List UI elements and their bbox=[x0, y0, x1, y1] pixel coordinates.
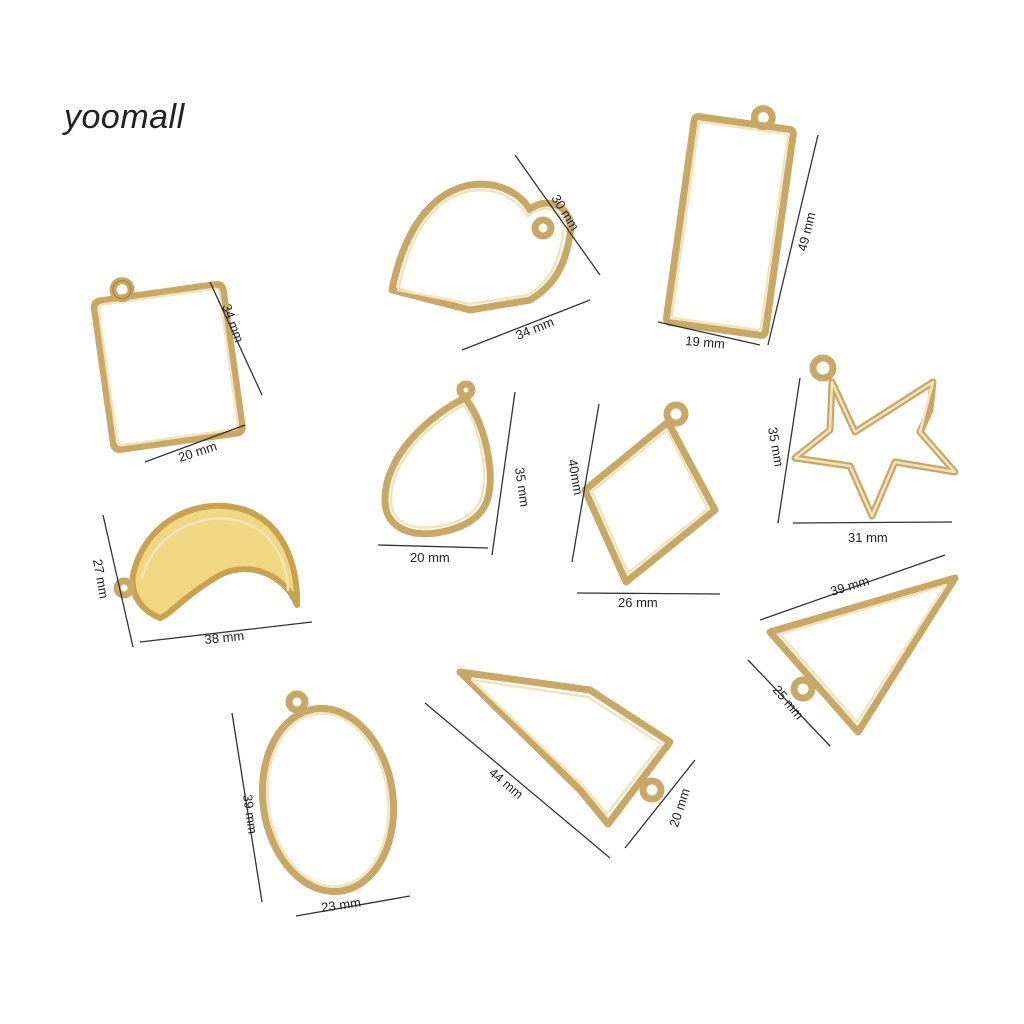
pendant-rhombus: 40mm 26 mm bbox=[565, 401, 721, 610]
width-dimension-line bbox=[624, 759, 696, 849]
width-label: 20 mm bbox=[410, 550, 450, 565]
width-dimension-line bbox=[759, 554, 946, 621]
height-dimension-line bbox=[747, 659, 831, 747]
height-dimension-line bbox=[514, 154, 601, 276]
height-dimension-line bbox=[231, 712, 263, 903]
height-dimension-line bbox=[209, 281, 263, 396]
width-dimension-line bbox=[144, 424, 246, 463]
pendant-rectangle: 34 mm 20 mm bbox=[90, 277, 263, 465]
pendant-long-rectangle: 49 mm 19 mm bbox=[657, 105, 819, 351]
top-edge-label: 39 mm bbox=[828, 573, 870, 599]
width-label: 20 mm bbox=[666, 787, 693, 829]
width-label: 26 mm bbox=[618, 595, 658, 610]
width-label: 19 mm bbox=[685, 333, 726, 351]
width-dimension-line bbox=[139, 621, 313, 643]
height-label: 27 mm bbox=[90, 558, 112, 600]
pendant-oval: 39 mm 23 mm bbox=[231, 690, 411, 917]
height-label: 40mm bbox=[565, 458, 586, 496]
length-dimension-line bbox=[424, 702, 611, 859]
width-dimension-line bbox=[377, 544, 489, 549]
width-dimension-line bbox=[792, 521, 953, 524]
height-dimension-line bbox=[571, 403, 600, 563]
brand-watermark: yoomall bbox=[64, 98, 185, 136]
height-dimension-line bbox=[777, 377, 801, 524]
height-dimension-line bbox=[102, 514, 134, 648]
width-dimension-line bbox=[461, 299, 591, 351]
height-dimension-line bbox=[491, 391, 516, 556]
width-dimension-line bbox=[295, 895, 411, 917]
pendant-star: 35 mm 31 mm bbox=[765, 354, 959, 545]
pendant-pentagon-arrow: 44 mm 20 mm bbox=[424, 668, 696, 859]
height-label: 39 mm bbox=[240, 793, 260, 834]
width-label: 34 mm bbox=[514, 314, 556, 343]
pendant-heart: 30 mm 34 mm bbox=[388, 154, 601, 351]
width-dimension-line bbox=[576, 592, 721, 595]
width-dimension-line bbox=[657, 321, 761, 346]
height-dimension-line bbox=[767, 134, 819, 346]
width-label: 23 mm bbox=[320, 895, 361, 915]
height-label: 35 mm bbox=[512, 466, 532, 507]
width-label: 38 mm bbox=[204, 628, 245, 647]
width-label: 31 mm bbox=[848, 530, 888, 545]
pendant-teardrop: 35 mm 20 mm bbox=[377, 380, 532, 565]
pendant-crescent-moon: 27 mm 38 mm bbox=[90, 502, 313, 648]
side-edge-label: 25 mm bbox=[770, 682, 807, 722]
height-label: 35 mm bbox=[765, 426, 787, 468]
pendant-triangle: 39 mm 25 mm bbox=[747, 554, 959, 747]
